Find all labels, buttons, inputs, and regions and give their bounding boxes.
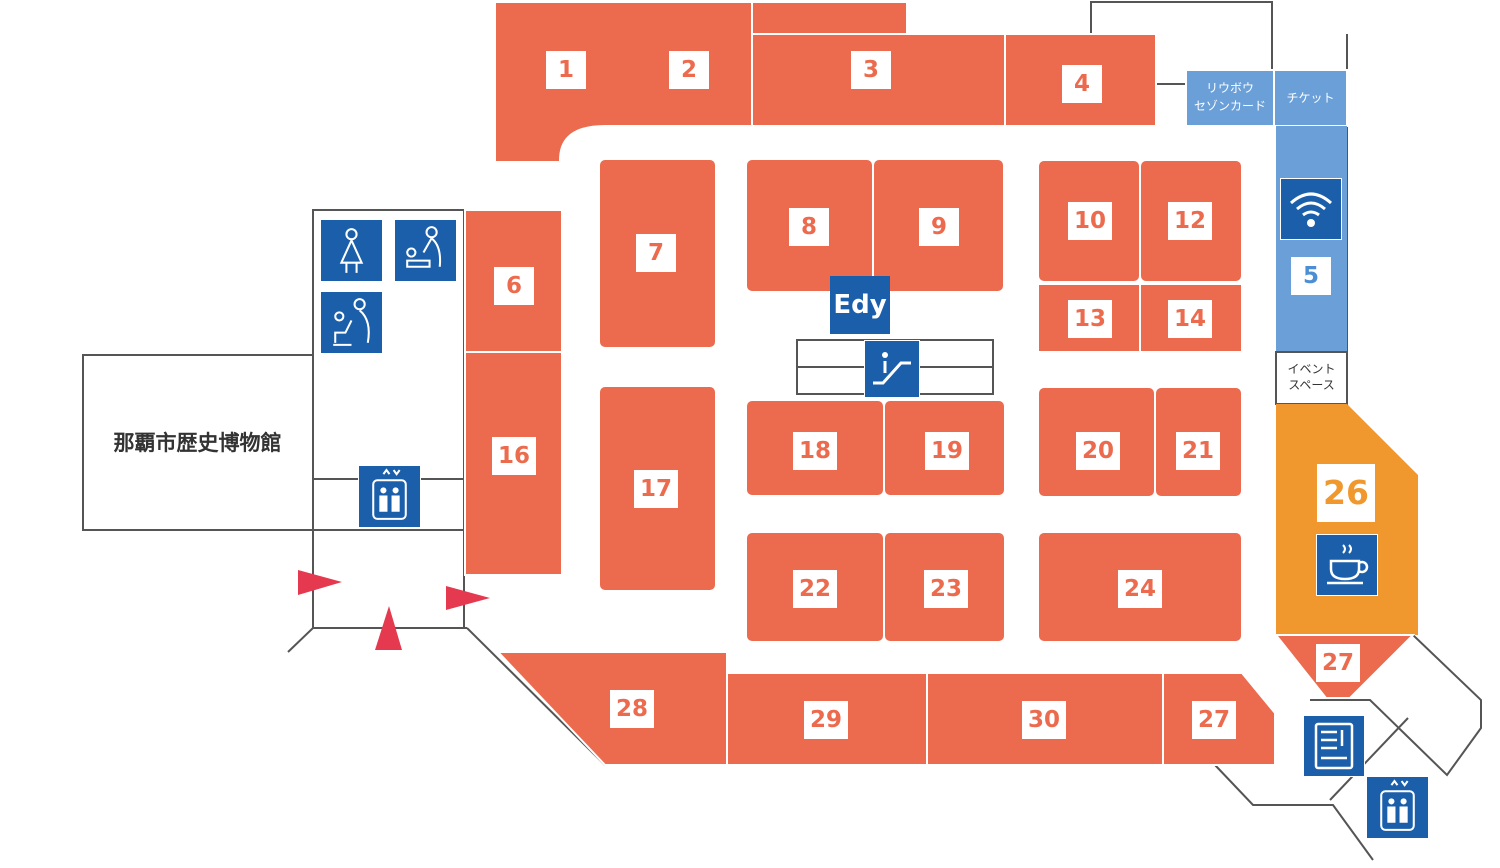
shop-16[interactable] [464, 351, 563, 576]
card-counter[interactable] [1185, 69, 1275, 127]
shop-label-28: 28 [610, 690, 654, 728]
shop-label-24: 24 [1118, 570, 1162, 608]
edy-sign: Edy [830, 276, 890, 334]
wall-top-right [1090, 1, 1273, 70]
shop-label-7: 7 [636, 234, 676, 272]
shop-label-3: 3 [851, 51, 891, 89]
entrance-arrow-icon [375, 606, 402, 650]
shop-label-12: 12 [1168, 202, 1212, 240]
shop-label-27-bottom: 27 [1192, 701, 1236, 739]
shop-label-30: 30 [1022, 701, 1066, 739]
museum-label: 那覇市歴史博物館 [113, 431, 282, 455]
event-space-label: イベント スペース [1287, 362, 1336, 392]
shop-label-2: 2 [669, 51, 709, 89]
ticket-label: チケット [1286, 91, 1335, 105]
shop-label-21: 21 [1176, 432, 1220, 470]
shop-label-18: 18 [793, 432, 837, 470]
accessible-restroom-icon [320, 291, 383, 354]
shop-label-27-right: 27 [1316, 644, 1360, 682]
shop-label-29: 29 [804, 701, 848, 739]
wall-diag [1329, 717, 1409, 801]
card-counter-label: リウボウ セゾンカード [1193, 81, 1266, 113]
event-space[interactable] [1275, 351, 1348, 405]
shop-label-6: 6 [494, 267, 534, 305]
shop-label-22: 22 [793, 570, 837, 608]
shop-label-5: 5 [1291, 257, 1331, 295]
wall-bottom-right [1214, 764, 1374, 861]
shop-1-2[interactable] [494, 1, 753, 163]
shop-label-20: 20 [1076, 432, 1120, 470]
shop-label-23: 23 [924, 570, 968, 608]
shop-label-17: 17 [634, 470, 678, 508]
shop-label-4: 4 [1062, 65, 1102, 103]
entrance-arrow-icon [298, 570, 342, 595]
female-restroom-icon [320, 219, 383, 282]
escalator-icon [864, 340, 920, 398]
cafe-icon [1316, 534, 1378, 596]
shop-label-26: 26 [1317, 464, 1375, 522]
wall-lower-right [1310, 634, 1482, 777]
shop-label-14: 14 [1168, 300, 1212, 338]
shop-label-8: 8 [789, 208, 829, 246]
shop-label-16: 16 [492, 437, 536, 475]
baby-changing-icon [394, 219, 457, 282]
vending-machine-icon [1303, 715, 1365, 777]
shop-label-1: 1 [546, 51, 586, 89]
entrance-arrow-icon [446, 586, 490, 610]
wifi-icon [1280, 178, 1342, 240]
shop-label-19: 19 [925, 432, 969, 470]
shop-label-9: 9 [919, 208, 959, 246]
elevator-icon [1366, 776, 1429, 839]
museum-building [82, 354, 314, 531]
shop-label-10: 10 [1068, 202, 1112, 240]
elevator-icon [358, 465, 421, 528]
shop-label-13: 13 [1068, 300, 1112, 338]
